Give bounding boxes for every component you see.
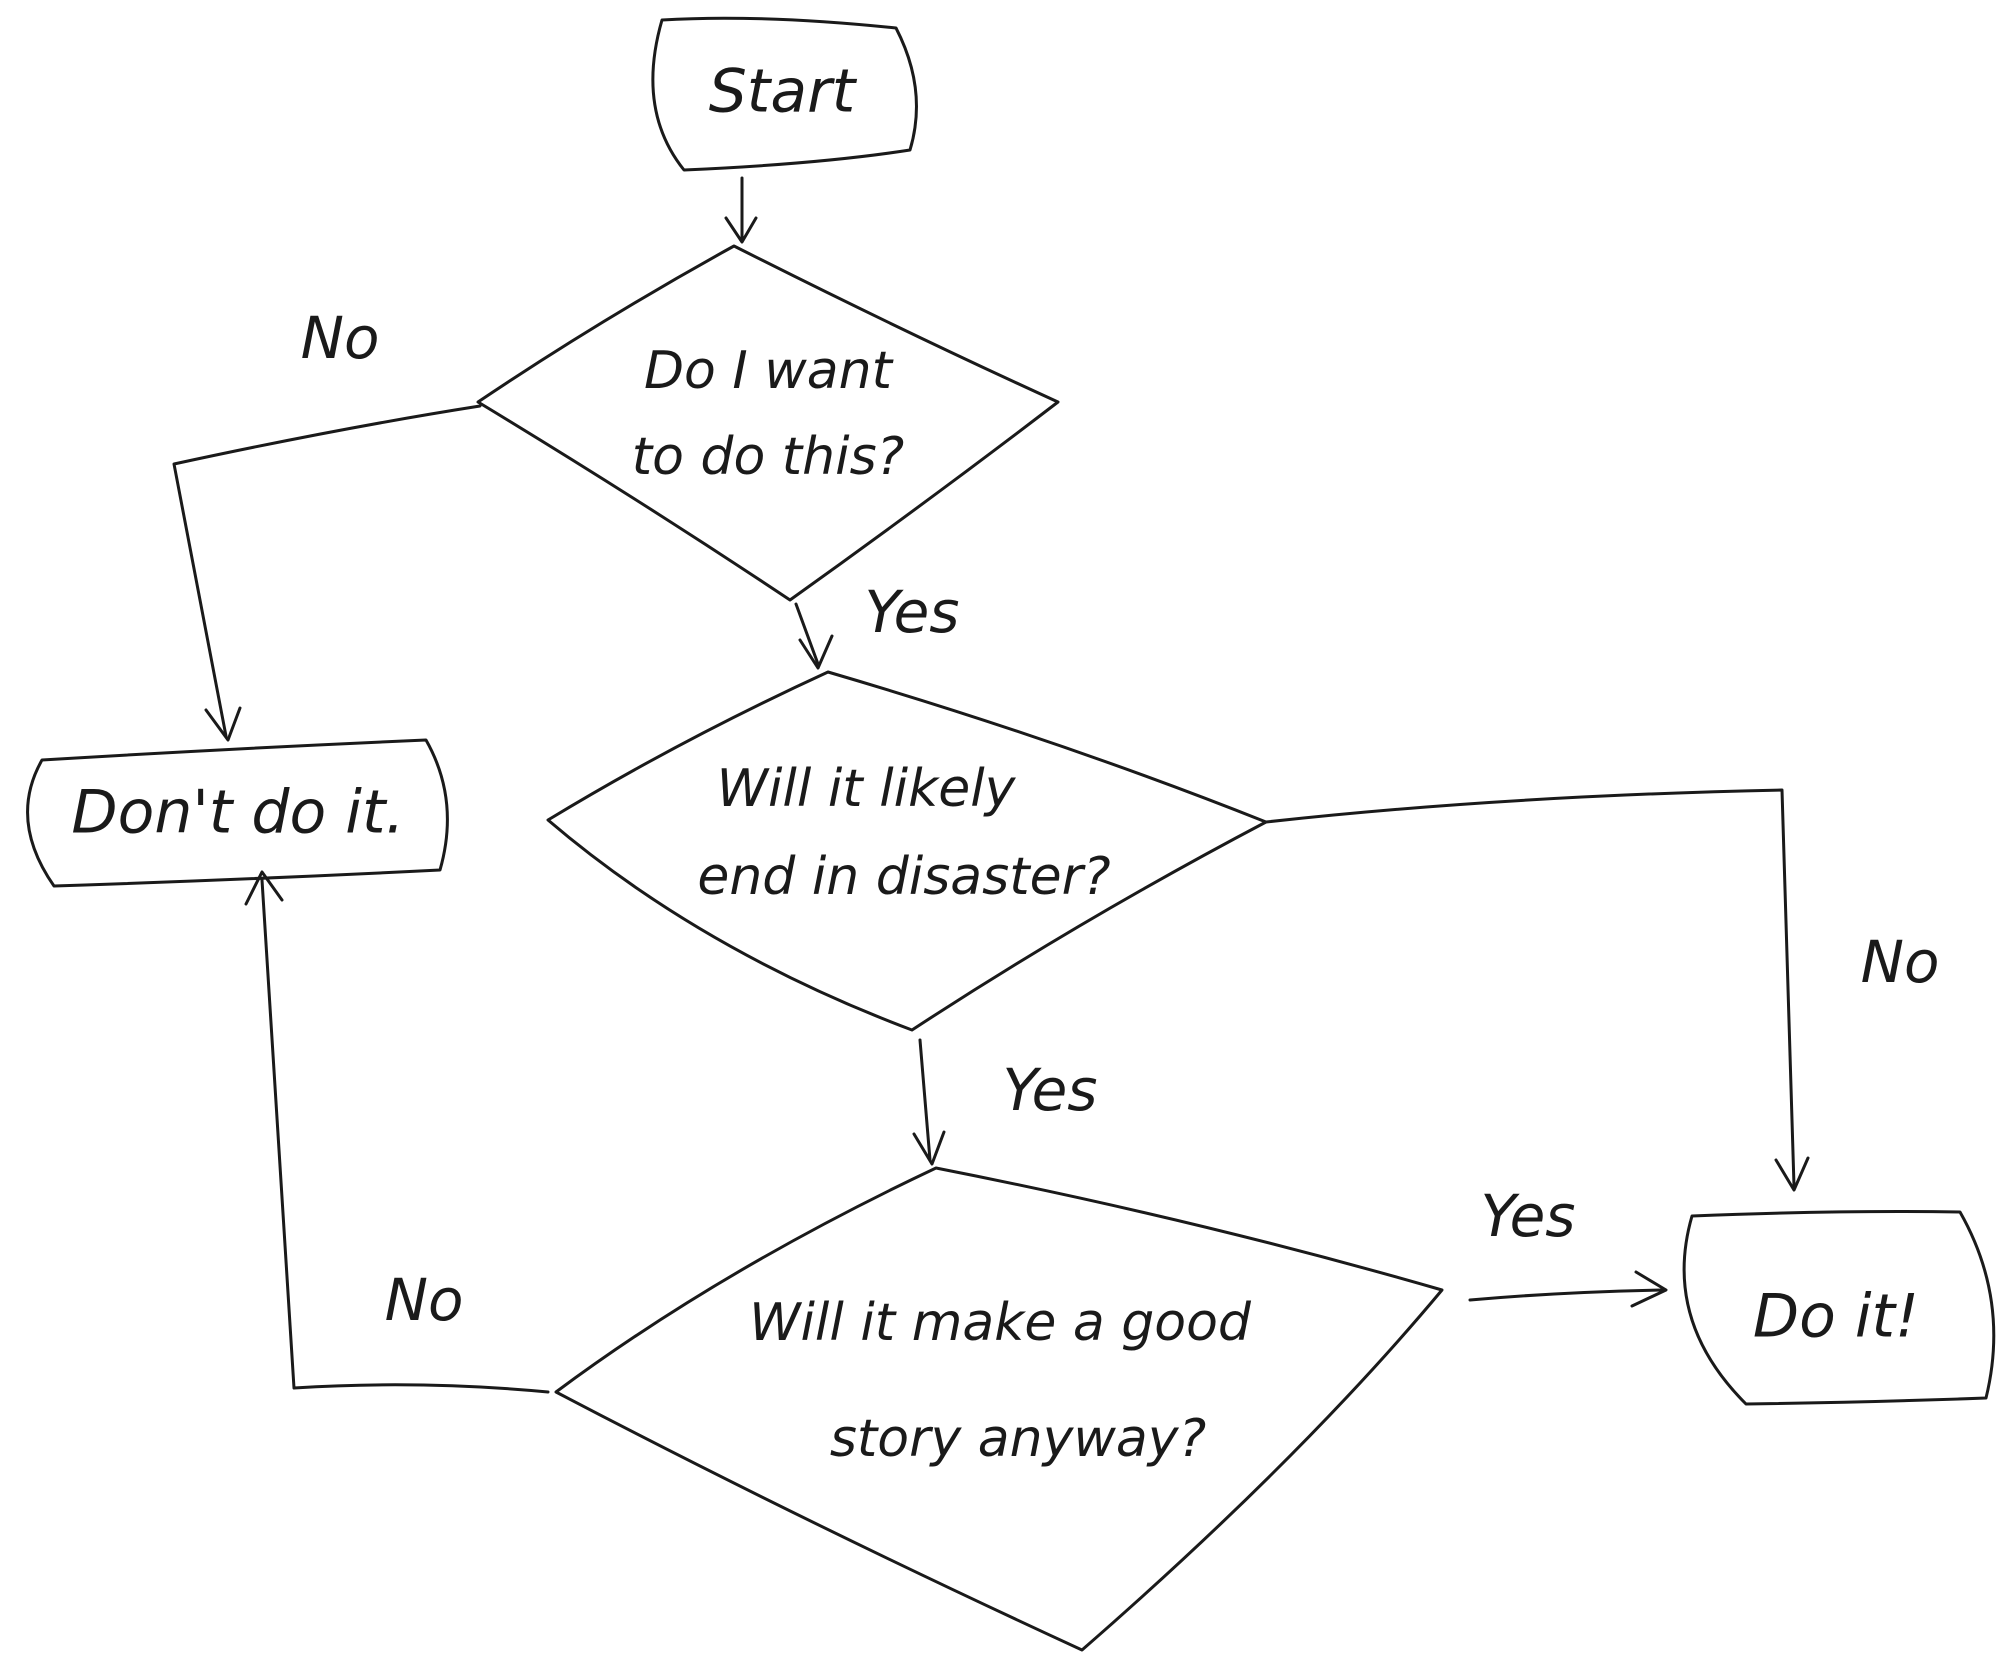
arrow-q3-yes: Yes <box>1468 1182 1668 1308</box>
arrow-q1-no: No <box>172 304 482 742</box>
do-it-label: Do it! <box>1753 1282 1919 1352</box>
start-node: Start <box>651 16 918 172</box>
decision-disaster: Will it likely end in disaster? <box>546 670 1268 1032</box>
q3-line1: Will it make a good <box>749 1293 1252 1353</box>
q1-no-label: No <box>301 304 380 372</box>
arrow-q2-yes: Yes <box>912 1038 1098 1166</box>
arrow-start-to-q1 <box>724 176 758 244</box>
q2-line1: Will it likely <box>717 759 1017 819</box>
q2-yes-label: Yes <box>1003 1056 1098 1124</box>
do-it-node: Do it! <box>1682 1210 1996 1406</box>
arrow-q1-yes: Yes <box>794 578 960 670</box>
q2-no-label: No <box>1861 928 1940 996</box>
q3-line2: story anyway? <box>830 1409 1206 1469</box>
q2-line2: end in disaster? <box>697 847 1110 907</box>
q3-no-label: No <box>385 1266 464 1334</box>
start-label: Start <box>709 57 858 127</box>
q3-yes-label: Yes <box>1481 1182 1576 1250</box>
decision-good-story: Will it make a good story anyway? <box>554 1166 1444 1652</box>
q1-line1: Do I want <box>644 341 894 401</box>
arrow-q3-no: No <box>244 870 550 1394</box>
decision-do-i-want: Do I want to do this? <box>476 244 1060 602</box>
q1-line2: to do this? <box>632 427 905 487</box>
q1-yes-label: Yes <box>865 578 960 646</box>
arrow-q2-no: No <box>1264 788 1940 1192</box>
dont-do-it-node: Don't do it. <box>26 738 449 888</box>
dont-do-it-label: Don't do it. <box>71 778 404 848</box>
